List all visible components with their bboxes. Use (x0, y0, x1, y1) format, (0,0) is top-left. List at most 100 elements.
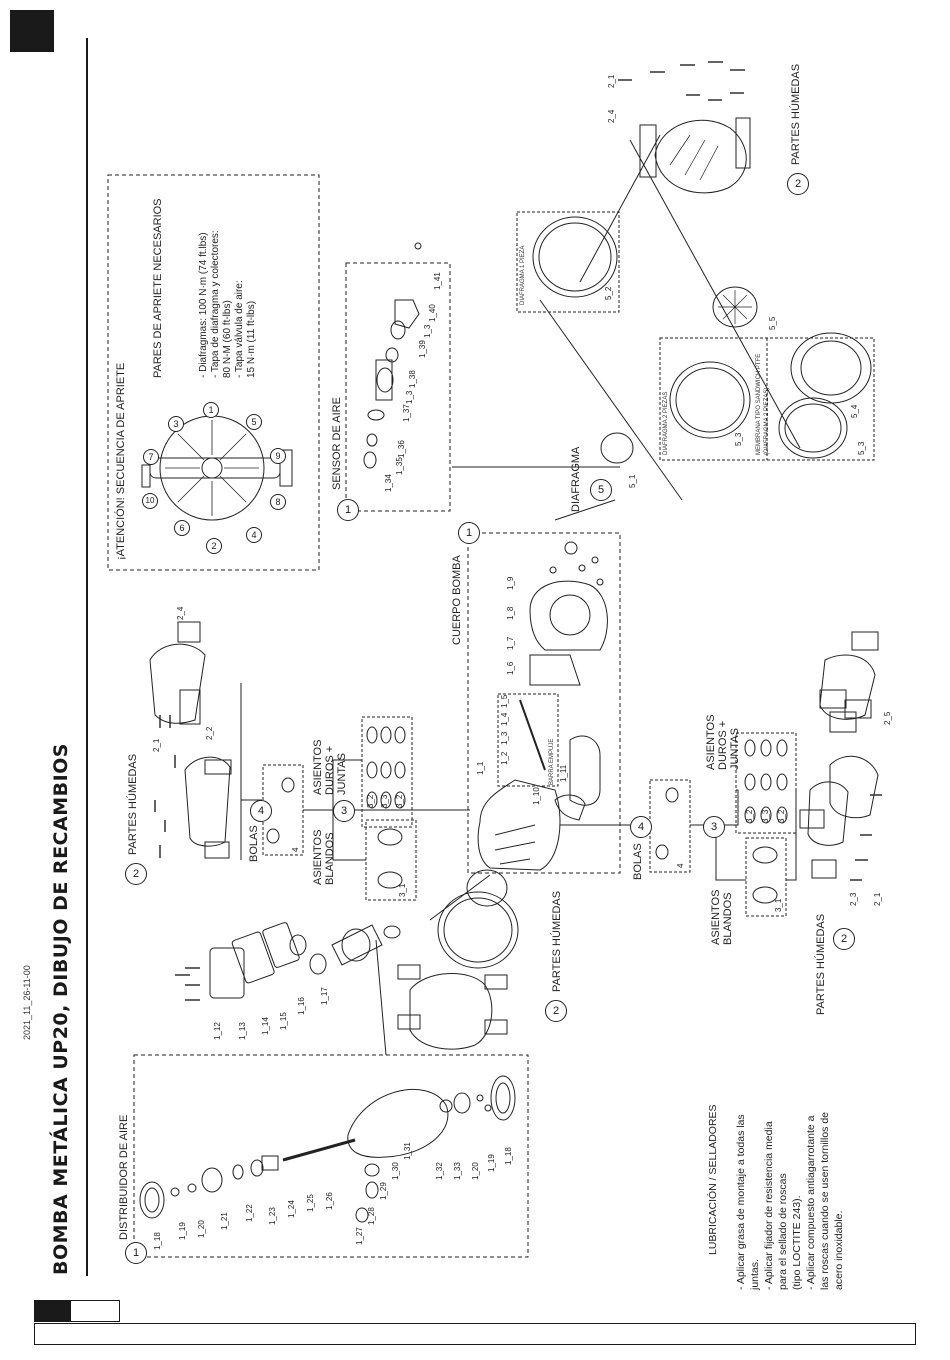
label-wet-parts-left: PARTES HÚMEDAS (127, 753, 139, 855)
push-bar-panel (497, 693, 559, 787)
part-1-18b: 1_18 (504, 1147, 513, 1165)
lubrication-line-1: - Aplicar grasa de montaje a todas las (735, 1114, 747, 1290)
part-3-2-left-a: 3_2 (366, 794, 375, 808)
part-1-12: 1_12 (213, 1022, 222, 1040)
label-push-bar: BARRA EMPUJE (549, 738, 555, 785)
seq-5: 5 (246, 414, 262, 430)
part-1-18a: 1_18 (153, 1232, 162, 1250)
part-5-5: 5_5 (768, 316, 777, 330)
part-1-21: 1_21 (220, 1212, 229, 1230)
hard-seats-box-right (735, 732, 797, 834)
callout-pump-body: 1 (458, 522, 480, 544)
label-air-distributor: DISTRIBUIDOR DE AIRE (118, 1114, 130, 1240)
label-wet-parts-top: PARTES HÚMEDAS (790, 63, 802, 165)
part-1-39: 1_39 (418, 340, 427, 358)
seq-4: 4 (246, 527, 262, 543)
part-1-28: 1_28 (367, 1207, 376, 1225)
callout-wet-parts-top: 2 (787, 173, 809, 195)
part-1-5: 1_5 (500, 694, 509, 708)
part-1-29: 1_29 (379, 1182, 388, 1200)
seq-8: 8 (270, 494, 286, 510)
part-1-2: 1_2 (500, 751, 509, 765)
part-2-4-top: 2_4 (607, 109, 616, 123)
balls-box-right (649, 779, 691, 873)
part-1-19a: 1_19 (178, 1222, 187, 1240)
part-1-7: 1_7 (506, 636, 515, 650)
part-1-4: 1_4 (500, 712, 509, 726)
footer-bar (34, 1323, 916, 1345)
seq-10: 10 (142, 493, 158, 509)
part-1-30: 1_30 (391, 1162, 400, 1180)
part-1-11: 1_11 (559, 764, 568, 782)
part-1-37: 1_37 (402, 404, 411, 422)
callout-wet-parts-mid: 2 (545, 1000, 567, 1022)
lubrication-line-7: las roscas cuando se usen tornillos de (819, 1111, 831, 1290)
part-1-40: 1_40 (428, 304, 437, 322)
label-balls-right: BOLAS (632, 843, 644, 880)
callout-wet-parts-bottom: 2 (833, 928, 855, 950)
part-1-24: 1_24 (287, 1200, 296, 1218)
part-1-3a: 1_3 (405, 390, 414, 404)
part-1-1: 1_1 (476, 761, 485, 775)
part-3-1-left: 3_1 (398, 883, 407, 897)
callout-diaphragm: 5 (590, 479, 612, 501)
callout-balls-right: 4 (630, 816, 652, 838)
label-diaphragm-1pc-a: DIAFRAGMA 1 PIEZA (520, 245, 526, 305)
torque-line-3: 80 N-M (60 ft-lbs) (222, 300, 233, 378)
callout-hard-seats-right: 3 (703, 816, 725, 838)
label-pump-body: CUERPO BOMBA (451, 555, 463, 645)
part-2-3: 2_3 (849, 892, 858, 906)
torque-heading: ¡ATENCIÓN! SECUENCIA DE APRIETE (115, 362, 127, 560)
seq-2: 2 (206, 538, 222, 554)
part-2-1-bottom: 2_1 (873, 892, 882, 906)
lubrication-line-5: (tipo LOCTITE 243). (791, 1195, 803, 1290)
part-4-left: 4 (291, 847, 300, 852)
label-wet-parts-bottom: PARTES HÚMEDAS (815, 913, 827, 1015)
part-1-6: 1_6 (506, 661, 515, 675)
part-4-right: 4 (676, 863, 685, 868)
diaphragm-1pc-panel (516, 211, 620, 313)
torque-line-4: - Tapa válvula de aire: (234, 280, 245, 378)
part-1-20b: 1_20 (471, 1162, 480, 1180)
part-5-4: 5_4 (850, 404, 859, 418)
part-1-14: 1_14 (261, 1017, 270, 1035)
part-1-19b: 1_19 (487, 1154, 496, 1172)
part-1-33: 1_33 (453, 1162, 462, 1180)
hard-seats-box-left (361, 716, 413, 828)
torque-pairs-title: PARES DE APRIETE NECESARIOS (152, 198, 164, 378)
part-1-41: 1_41 (433, 272, 442, 290)
lubrication-line-3: - Aplicar fijador de resistencia media (763, 1121, 775, 1290)
torque-panel (107, 174, 320, 571)
label-soft-seats-left: ASIENTOS BLANDOS (312, 829, 336, 885)
label-wet-parts-mid: PARTES HÚMEDAS (551, 890, 563, 992)
part-2-1-top: 2_1 (607, 74, 616, 88)
part-2-4-left: 2_4 (176, 606, 185, 620)
part-3-3-left: 3_3 (380, 794, 389, 808)
part-2-2: 2_2 (205, 726, 214, 740)
part-3-1-right: 3_1 (774, 898, 783, 912)
part-1-17: 1_17 (320, 987, 329, 1005)
margin-rule (86, 38, 88, 1276)
part-1-16: 1_16 (297, 997, 306, 1015)
part-1-32: 1_32 (435, 1162, 444, 1180)
part-3-2-right-a: 3_2 (745, 809, 754, 823)
lubrication-line-4: para el sellado de roscas (777, 1173, 789, 1290)
part-1-20a: 1_20 (197, 1220, 206, 1238)
corner-block (10, 10, 54, 52)
lubrication-line-6: - Aplicar compuesto antiagarrotante a (805, 1115, 817, 1290)
part-1-22: 1_22 (245, 1204, 254, 1222)
torque-line-1: - Diafragmas: 100 N·m (74 ft.lbs) (198, 232, 209, 378)
part-1-3: 1_3 (500, 731, 509, 745)
label-hard-seats-right: ASIENTOS DUROS + JUNTAS (705, 714, 741, 770)
seq-9: 9 (270, 448, 286, 464)
part-5-1: 5_1 (628, 474, 637, 488)
distributor-panel (133, 1054, 529, 1258)
part-1-8: 1_8 (506, 606, 515, 620)
callout-hard-seats-left: 3 (333, 800, 355, 822)
part-1-38: 1_38 (408, 370, 417, 388)
part-1-9: 1_9 (506, 576, 515, 590)
part-5-3a: 5_3 (734, 432, 743, 446)
label-diaphragm: DIAFRAGMA (570, 446, 582, 512)
callout-wet-parts-left: 2 (125, 863, 147, 885)
label-hard-seats-left: ASIENTOS DUROS + JUNTAS (312, 739, 348, 795)
